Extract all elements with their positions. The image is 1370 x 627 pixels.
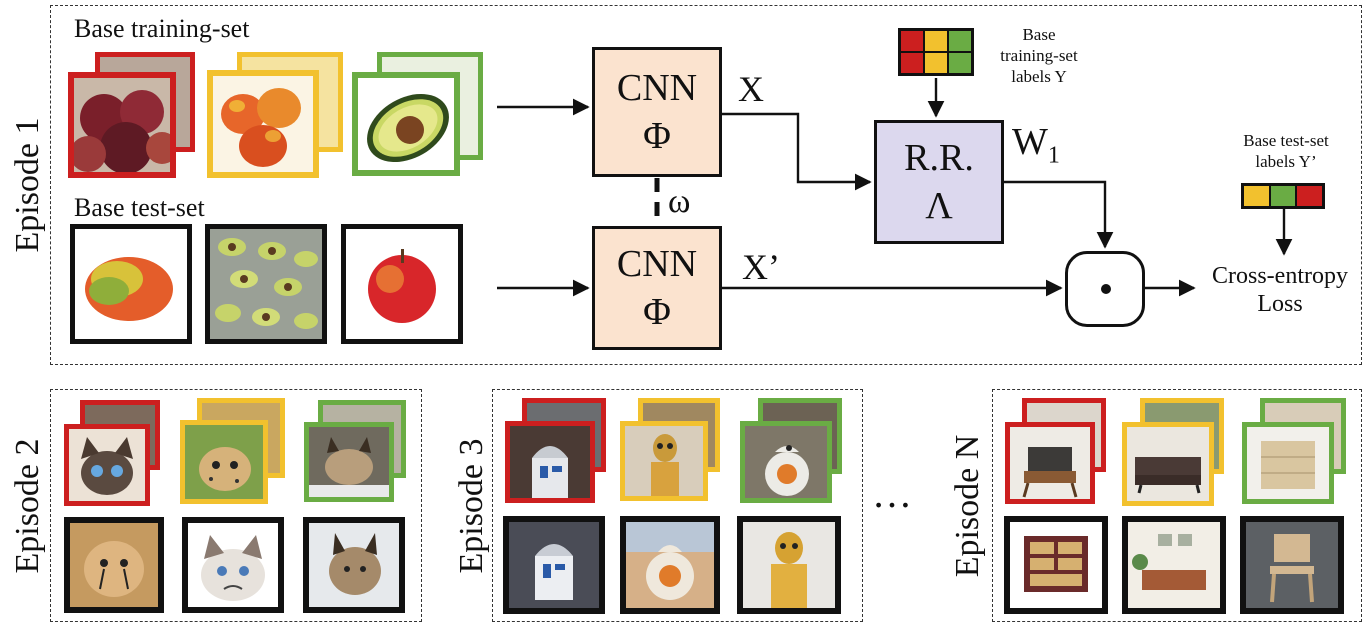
arrow-x-to-rr (722, 112, 872, 191)
base-training-set-title: Base training-set (74, 14, 250, 43)
avocado-half-illustration (358, 78, 454, 170)
label-cell-red (1297, 186, 1323, 206)
test-image-apple (341, 224, 463, 344)
mango-illustration (85, 257, 173, 321)
episode-n-label: Episode N (949, 434, 986, 578)
arrow-w1-to-dot (1004, 180, 1114, 249)
label-cell-yellow (1244, 186, 1271, 206)
cheetah-cub-image (180, 420, 268, 504)
label-cell-green (1270, 186, 1298, 206)
test-image-mango (70, 224, 192, 344)
siamese-cat-image (64, 424, 150, 506)
x-prime-features-label: X’ (742, 247, 780, 287)
cross-entropy-loss-label: Cross-entropy Loss (1212, 263, 1348, 317)
avocado-slices-illustration (210, 229, 322, 339)
cnn-label: CNN (616, 243, 698, 285)
more-episodes-ellipsis: … (872, 471, 912, 516)
cnn-phi-top: CNN Φ (592, 47, 722, 177)
c3po-image (620, 421, 708, 501)
test-labels-bar (1241, 183, 1325, 209)
r2d2-image (505, 421, 595, 503)
label-cell-yellow (925, 31, 947, 51)
rr-label: R.R. (904, 137, 974, 179)
ridge-regression-lambda: R.R. Λ (874, 120, 1004, 244)
cabinet-query-image (1004, 516, 1108, 614)
episode-2-frame (50, 389, 422, 622)
lambda-symbol: Λ (925, 185, 953, 227)
dresser-image (1242, 422, 1334, 504)
dot-icon (1101, 284, 1111, 294)
episode-3-frame (492, 389, 863, 622)
avocado-image (352, 72, 460, 176)
base-test-set-title: Base test-set (74, 193, 205, 222)
x-features-label: X (738, 69, 764, 109)
episode-n-frame (992, 389, 1362, 622)
apple-illustration (368, 249, 436, 323)
lynx-query-image (303, 517, 405, 613)
apple-image (68, 72, 176, 178)
sofa-image (1122, 422, 1214, 506)
episode-1-frame (50, 5, 1362, 365)
bb8-query-image (620, 516, 720, 614)
w-letter: W (1012, 121, 1048, 163)
phi-symbol: Φ (643, 115, 671, 157)
grumpy-cat-query-image (182, 517, 284, 613)
c3po-query-image (737, 516, 841, 614)
apple-pile-illustration (74, 78, 170, 172)
training-labels-grid (898, 28, 974, 76)
episode-2-label: Episode 2 (9, 438, 46, 574)
armchair-image (1005, 422, 1095, 504)
dot-product-operator (1065, 251, 1145, 327)
label-cell-green (949, 53, 971, 73)
cnn-phi-bottom: CNN Φ (592, 226, 722, 350)
w1-label: W1 (1012, 120, 1060, 170)
phi-symbol: Φ (643, 291, 671, 333)
label-cell-red (901, 31, 923, 51)
mango-pile-illustration (213, 76, 313, 172)
omega-label: ω (668, 183, 691, 220)
test-image-avocados (205, 224, 327, 344)
cnn-label: CNN (616, 67, 698, 109)
episode-3-label: Episode 3 (453, 438, 490, 574)
r2d2-query-image (503, 516, 605, 614)
w-subscript: 1 (1047, 142, 1060, 169)
cheetah-query-image (64, 517, 164, 613)
label-cell-green (949, 31, 971, 51)
bb8-image (740, 421, 832, 503)
lynx-image (304, 422, 394, 502)
living-room-query-image (1122, 516, 1226, 614)
label-cell-red (901, 53, 923, 73)
test-labels-caption: Base test-set labels Y’ (1243, 131, 1329, 171)
training-labels-caption: Base training-set labels Y (1000, 25, 1078, 86)
mango-image (207, 70, 319, 178)
label-cell-yellow (925, 53, 947, 73)
wooden-chair-query-image (1240, 516, 1344, 614)
